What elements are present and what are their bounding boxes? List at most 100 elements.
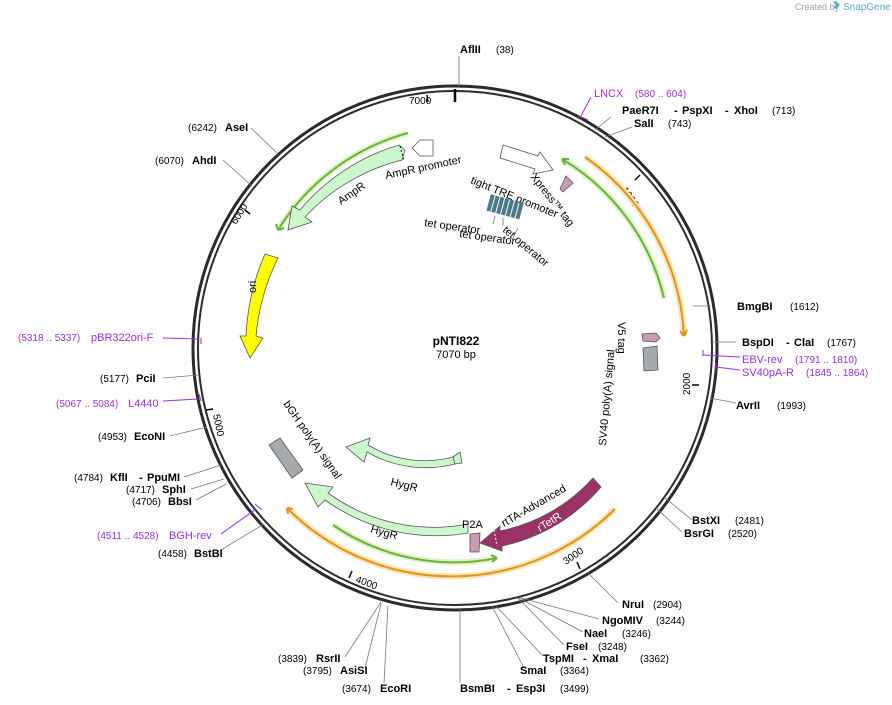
enzyme-esp3i[interactable]: Esp3I xyxy=(516,683,545,695)
enzyme-naei[interactable]: NaeI xyxy=(584,628,607,640)
primer-bgh-pos: (4511 .. 4528) xyxy=(97,531,159,542)
primer-pbr322-pos: (5318 .. 5337) xyxy=(18,333,80,344)
enzyme-leaders xyxy=(162,56,737,684)
primer-l4440[interactable]: L4440 xyxy=(128,398,159,410)
enzyme-rsrii-pos: (3839) xyxy=(278,654,307,665)
svg-text:-: - xyxy=(674,105,678,117)
enzyme-aflii[interactable]: AflII xyxy=(460,44,481,56)
enzyme-kfli-pos: (4784) xyxy=(74,473,103,484)
enzyme-sali[interactable]: SalI xyxy=(634,118,654,130)
feature-p2a[interactable]: P2A xyxy=(462,519,483,553)
feature-rtetr[interactable]: rTetR rtTA-Advanced xyxy=(479,477,602,552)
enzyme-bspdi[interactable]: BspDI xyxy=(742,337,774,349)
primer-bgh-rev[interactable]: BGH-rev xyxy=(169,530,212,542)
enzyme-smai[interactable]: SmaI xyxy=(520,665,546,677)
enzyme-ecori-pos: (3674) xyxy=(342,684,371,695)
enzyme-asei-pos: (6242) xyxy=(188,123,217,134)
primer-sv40pa-r[interactable]: SV40pA-R xyxy=(742,367,794,379)
enzyme-labels: AflII (38) PaeR7I - PspXI - XhoI (713) S… xyxy=(74,44,856,695)
svg-text:-: - xyxy=(139,472,143,484)
enzyme-naei-pos: (3246) xyxy=(622,629,651,640)
plasmid-length: 7070 bp xyxy=(436,349,476,361)
credit-brand: SnapGene xyxy=(843,2,891,13)
v5-label: V5 tag xyxy=(615,322,627,354)
enzyme-xmai[interactable]: XmaI xyxy=(592,653,618,665)
enzyme-tspmi-pos: (3362) xyxy=(640,654,669,665)
enzyme-econi-pos: (4953) xyxy=(98,432,127,443)
svg-text:-: - xyxy=(507,683,511,695)
enzyme-kfli[interactable]: KflI xyxy=(110,472,128,484)
enzyme-pspxi[interactable]: PspXI xyxy=(682,105,713,117)
enzyme-ngomiv-pos: (3244) xyxy=(656,616,685,627)
enzyme-nrui-pos: (2904) xyxy=(653,600,682,611)
primer-leaders xyxy=(162,96,741,535)
enzyme-ngomiv[interactable]: NgoMIV xyxy=(602,615,644,627)
tick-5000: 5000 xyxy=(210,413,225,437)
enzyme-bsrgi-pos: (2520) xyxy=(728,529,757,540)
enzyme-smai-pos: (3364) xyxy=(560,666,589,677)
enzyme-nrui[interactable]: NruI xyxy=(622,599,644,611)
sv40-label: SV40 poly(A) signal xyxy=(597,349,617,446)
tick-2000: 2000 xyxy=(682,372,693,395)
enzyme-paer7i[interactable]: PaeR7I xyxy=(622,105,659,117)
enzyme-tspmi[interactable]: TspMI xyxy=(543,653,574,665)
feature-hygr-inner[interactable]: HygR xyxy=(345,437,463,495)
enzyme-avrii-pos: (1993) xyxy=(777,401,806,412)
enzyme-bstbi-pos: (4458) xyxy=(158,549,187,560)
feature-v5-tag[interactable]: V5 tag xyxy=(615,322,661,354)
enzyme-bsmbi[interactable]: BsmBI xyxy=(460,683,495,695)
enzyme-bstbi[interactable]: BstBI xyxy=(194,548,223,560)
enzyme-bstxi-pos: (2481) xyxy=(735,516,764,527)
ori-label: ori xyxy=(247,281,259,293)
feature-bgh-polya[interactable]: bGH poly(A) signal xyxy=(268,399,343,482)
enzyme-econi[interactable]: EcoNI xyxy=(134,431,165,443)
enzyme-asei[interactable]: AseI xyxy=(225,122,248,134)
enzyme-ahdi-pos: (6070) xyxy=(155,156,184,167)
p2a-label: P2A xyxy=(462,519,483,531)
primer-lncx-pos: (580 .. 604) xyxy=(635,89,686,100)
tick-7000: 7000 xyxy=(409,96,432,107)
enzyme-clai[interactable]: ClaI xyxy=(794,337,814,349)
enzyme-ahdi[interactable]: AhdI xyxy=(192,155,216,167)
svg-text:-: - xyxy=(583,653,587,665)
enzyme-pcii[interactable]: PciI xyxy=(136,373,156,385)
enzyme-ecori[interactable]: EcoRI xyxy=(380,683,411,695)
enzyme-bbsi-pos: (4706) xyxy=(132,497,161,508)
enzyme-asisi-pos: (3795) xyxy=(303,666,332,677)
feature-hygr-outer[interactable]: HygR xyxy=(304,482,469,542)
enzyme-sphi[interactable]: SphI xyxy=(162,484,186,496)
orf-arcs xyxy=(275,130,688,580)
primer-ebv-pos: (1791 .. 1810) xyxy=(795,355,857,366)
enzyme-pcii-pos: (5177) xyxy=(100,374,129,385)
feature-ori[interactable]: ori xyxy=(239,253,279,359)
feature-sv40-polya[interactable]: SV40 poly(A) signal xyxy=(597,345,659,446)
tick-6000: 6000 xyxy=(229,202,250,227)
primer-lncx[interactable]: LNCX xyxy=(594,88,624,100)
primer-ebv-rev[interactable]: EBV-rev xyxy=(742,354,783,366)
enzyme-asisi[interactable]: AsiSI xyxy=(340,665,368,677)
enzyme-bmgbi[interactable]: BmgBI xyxy=(737,301,772,313)
hygr-inner-label: HygR xyxy=(389,476,419,494)
enzyme-bbsi[interactable]: BbsI xyxy=(168,496,192,508)
enzyme-sphi-pos: (4717) xyxy=(126,485,155,496)
enzyme-ppumi[interactable]: PpuMI xyxy=(147,472,180,484)
enzyme-avrii[interactable]: AvrII xyxy=(736,400,760,412)
enzyme-paer7i-pos: (713) xyxy=(772,106,795,117)
enzyme-bsmbi-pos: (3499) xyxy=(560,684,589,695)
enzyme-sali-pos: (743) xyxy=(668,119,691,130)
credit-text: Created by xyxy=(795,2,840,12)
snapgene-logo: SnapGene xyxy=(833,1,891,13)
tet-operator-3: tet operator xyxy=(500,224,551,270)
backbone-outer xyxy=(191,84,719,612)
primer-pbr322ori-f[interactable]: pBR322ori-F xyxy=(91,332,154,344)
enzyme-rsrii[interactable]: RsrII xyxy=(316,653,340,665)
enzyme-fsei[interactable]: FseI xyxy=(566,641,588,653)
enzyme-aflii-pos: (38) xyxy=(496,45,514,56)
enzyme-bstxi[interactable]: BstXI xyxy=(692,515,720,527)
enzyme-bsrgi[interactable]: BsrGI xyxy=(684,528,714,540)
primer-labels: LNCX (580 .. 604) EBV-rev (1791 .. 1810)… xyxy=(18,88,868,542)
primer-sv40pa-pos: (1845 .. 1864) xyxy=(806,368,868,379)
enzyme-xhoi[interactable]: XhoI xyxy=(734,105,758,117)
enzyme-fsei-pos: (3248) xyxy=(598,642,627,653)
